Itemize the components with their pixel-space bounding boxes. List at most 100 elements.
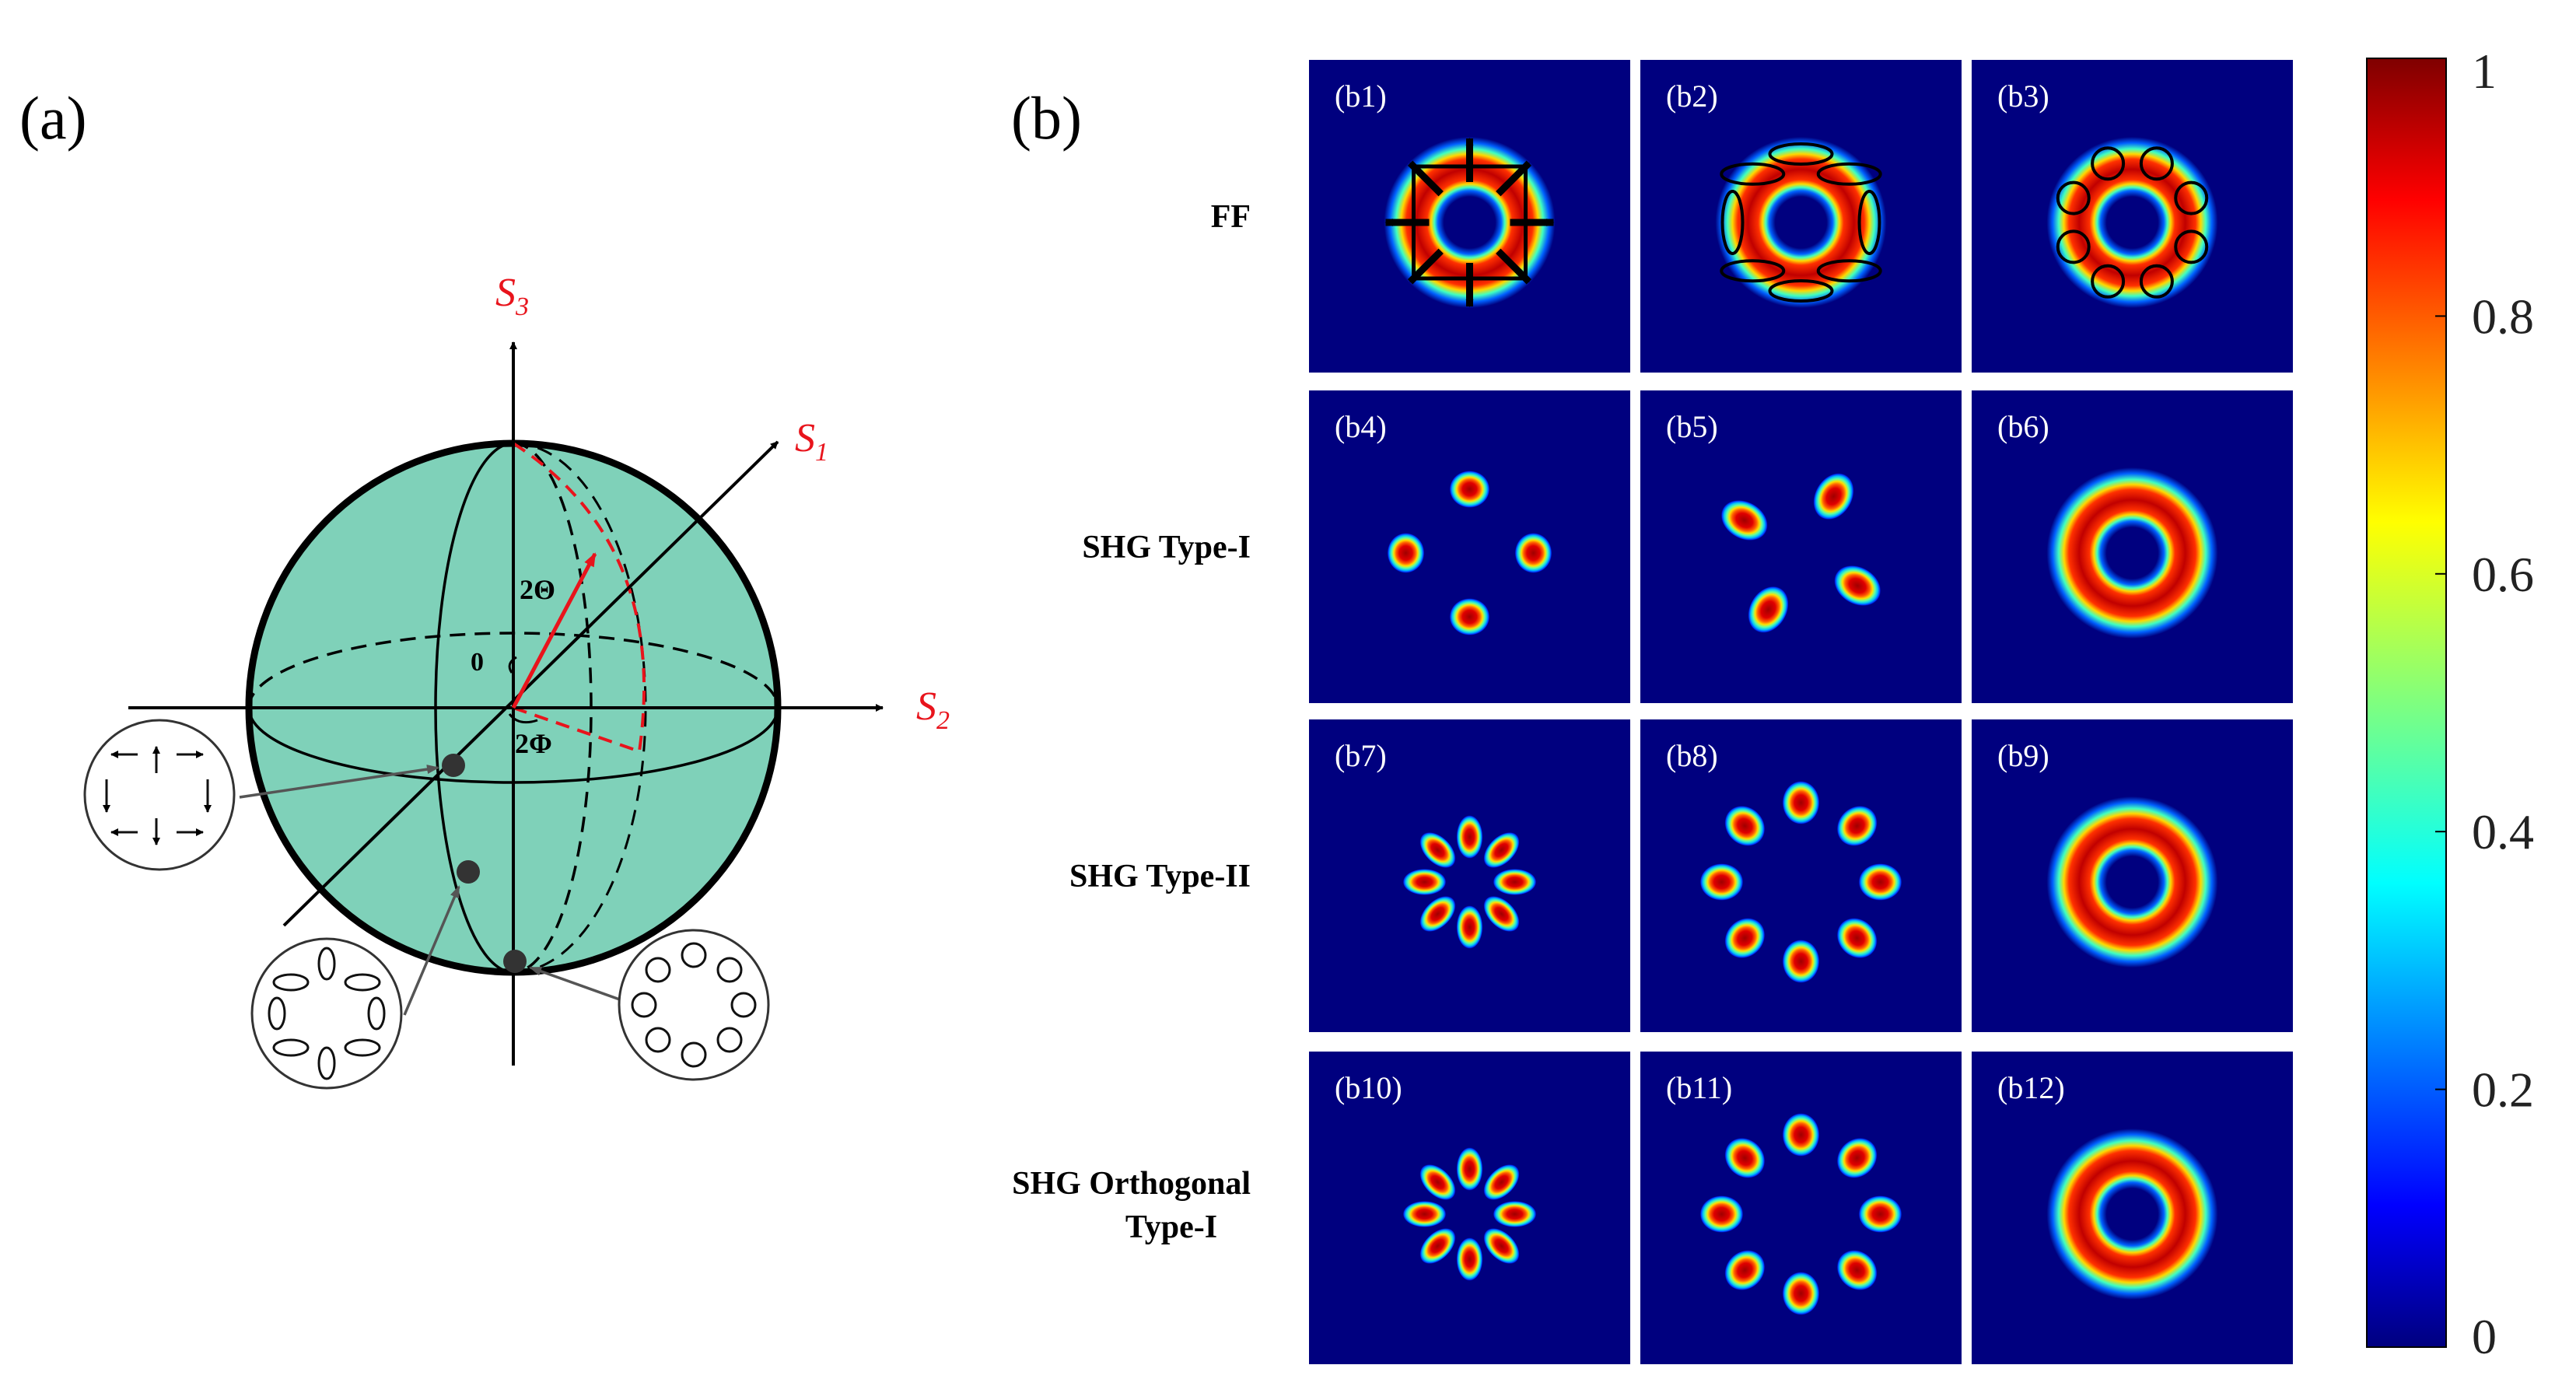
polarization-circle [2139, 264, 2174, 299]
intensity-ring [2046, 137, 2218, 308]
intensity-ring [1715, 137, 1887, 308]
polarization-ellipse [1857, 190, 1881, 255]
intensity-lobe [1699, 863, 1744, 901]
polarization-circle [2091, 146, 2126, 181]
cell-background [1309, 719, 1630, 1032]
colorbar-tick-label: 0.4 [2472, 804, 2534, 859]
cell-tag: (b10) [1335, 1070, 1402, 1105]
intensity-lobe [1782, 781, 1820, 824]
intensity-lobe [1493, 869, 1537, 895]
intensity-lobe [1782, 1113, 1820, 1157]
intensity-ring [2046, 467, 2218, 639]
intensity-cell: (b3) [1972, 60, 2293, 373]
intensity-lobe [1836, 1137, 1878, 1178]
cell-tag: (b1) [1335, 79, 1387, 114]
row-label: SHG Orthogonal [1012, 1166, 1251, 1202]
polarization-circle [2056, 180, 2091, 215]
intensity-lobe [1782, 940, 1820, 983]
polarization-circle [2139, 146, 2174, 181]
inset-radial-polarization [83, 719, 236, 871]
intensity-lobe [1836, 918, 1878, 959]
intensity-lobe [1699, 1195, 1744, 1233]
inset-elliptical-polarization [250, 937, 403, 1090]
intensity-lobe [1493, 1201, 1537, 1227]
intensity-lobe [1419, 895, 1456, 933]
intensity-cells: (b1)(b2)(b3)(b4)(b5)(b6)(b7)(b8)(b9)(b10… [1309, 60, 2293, 1364]
intensity-lobe [1387, 533, 1425, 573]
intensity-cell: (b8) [1640, 719, 1962, 1032]
intensity-lobe [1456, 1237, 1483, 1281]
intensity-cell: (b9) [1972, 719, 2293, 1032]
intensity-lobe [1483, 1227, 1520, 1265]
intensity-lobe [1402, 1201, 1447, 1227]
callout-arrow-radial [239, 765, 439, 799]
s2-label: S2 [916, 684, 950, 735]
row-label: SHG Type-I [1082, 530, 1251, 565]
polarization-ellipse [1768, 279, 1834, 303]
s1-label: S1 [795, 416, 828, 467]
intensity-lobe [1813, 473, 1854, 520]
state-dot-elliptical [457, 860, 480, 884]
intensity-lobe [1858, 863, 1902, 901]
theta-label: 2Θ [520, 574, 555, 605]
callout-arrow-circular [529, 966, 627, 1003]
polarization-ellipse [1720, 259, 1786, 283]
intensity-lobe [1456, 905, 1483, 949]
inset-circular-polarization [618, 929, 770, 1081]
intensity-lobe [1836, 805, 1878, 846]
intensity-lobe [1456, 1147, 1483, 1191]
state-dot-circular [503, 950, 527, 973]
cell-tag: (b9) [1997, 738, 2049, 773]
intensity-lobe [1834, 565, 1881, 607]
intensity-cell: (b5) [1640, 390, 1962, 703]
polarization-ellipse [1720, 162, 1786, 186]
cell-tag: (b4) [1335, 409, 1387, 444]
panel-a-label: (a) [19, 84, 87, 152]
cell-tag: (b6) [1997, 409, 2049, 444]
intensity-cell: (b12) [1972, 1052, 2293, 1364]
polarization-ellipse [1768, 142, 1834, 166]
polarization-frame [1412, 164, 1528, 281]
intensity-cell: (b6) [1972, 390, 2293, 703]
state-dot-radial [442, 754, 465, 777]
intensity-cell: (b4) [1309, 390, 1630, 703]
cell-tag: (b7) [1335, 738, 1387, 773]
polarization-ellipse [1720, 190, 1745, 255]
theta-arc-mark [508, 656, 517, 674]
intensity-cell: (b1) [1309, 60, 1630, 373]
colorbar-tick-label: 1 [2472, 44, 2497, 99]
colorbar-tick-label: 0.2 [2472, 1062, 2534, 1118]
colorbar: 10.80.60.40.20 [2366, 44, 2534, 1364]
intensity-lobe [1724, 1137, 1766, 1178]
intensity-lobe [1402, 869, 1447, 895]
intensity-lobe [1720, 499, 1768, 541]
intensity-ring [2046, 1129, 2218, 1300]
intensity-lobe [1419, 1227, 1456, 1265]
polarization-circle [2174, 180, 2209, 215]
intensity-lobe [1514, 533, 1552, 573]
polarization-circle [2091, 264, 2126, 299]
cell-tag: (b3) [1997, 79, 2049, 114]
phi-label: 2Φ [515, 728, 552, 759]
cell-background [1309, 390, 1630, 703]
cell-tag: (b8) [1666, 738, 1718, 773]
phi-arc-mark [508, 713, 538, 724]
colorbar-ticks: 10.80.60.40.20 [2435, 44, 2534, 1364]
cell-background [1640, 390, 1962, 703]
colorbar-tick-label: 0.8 [2472, 289, 2534, 344]
cell-tag: (b11) [1666, 1070, 1732, 1105]
intensity-lobe [1449, 598, 1490, 635]
polarization-overlay [1720, 142, 1882, 303]
s1-axis [282, 440, 779, 927]
intensity-lobe [1449, 471, 1490, 508]
intensity-cell: (b11) [1640, 1052, 1962, 1364]
intensity-lobe [1483, 831, 1520, 869]
intensity-lobe [1836, 1250, 1878, 1291]
intensity-ring [2046, 796, 2218, 968]
polarization-circle [2174, 229, 2209, 264]
intensity-lobe [1419, 831, 1456, 869]
intensity-lobe [1724, 805, 1766, 846]
